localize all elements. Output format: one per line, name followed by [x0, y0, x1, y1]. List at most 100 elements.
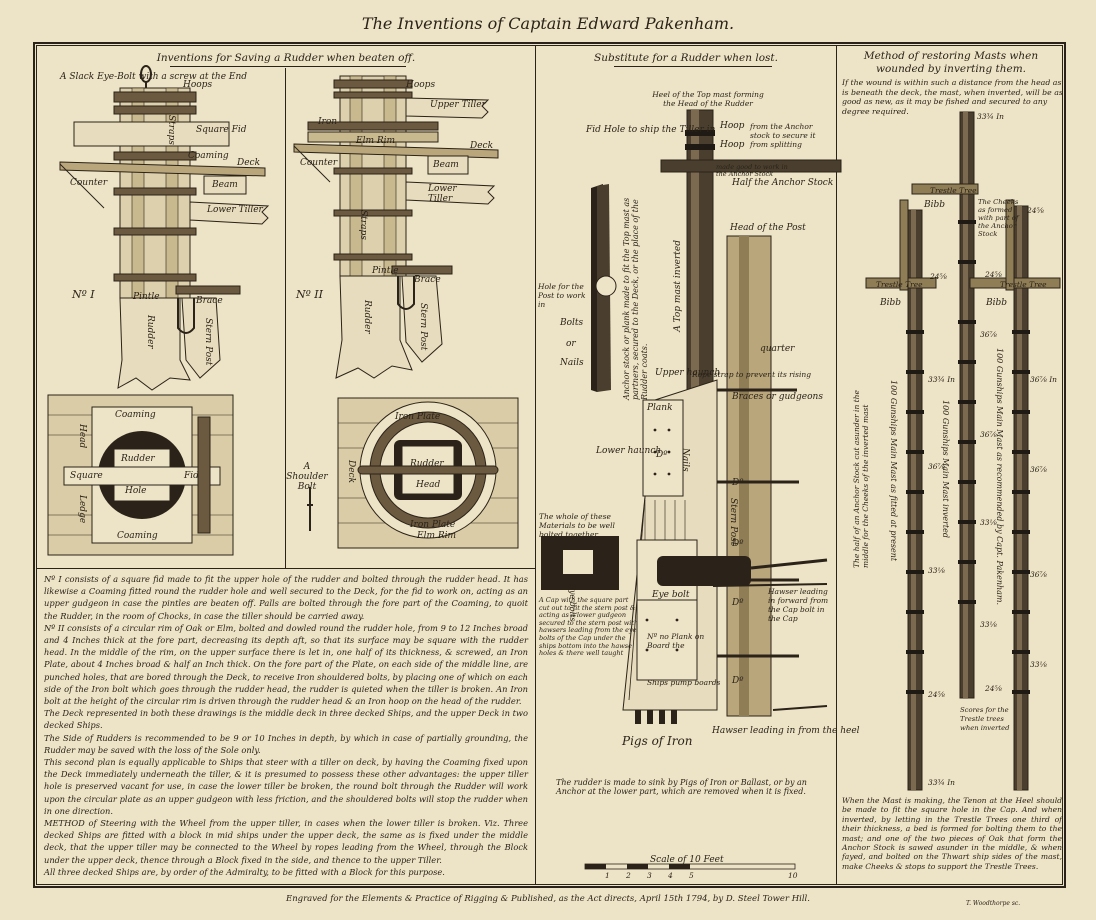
- fig2-deck-label: Deck: [470, 141, 494, 151]
- dim-15: 33⅛: [1030, 660, 1047, 669]
- fig2-lower-tiller-label: Lower Tiller: [428, 184, 457, 204]
- dim-7: 36⅞: [980, 330, 997, 339]
- masts-note: When the Mast is making, the Tenon at th…: [842, 796, 1062, 871]
- sub-half-anchor-label: Half the Anchor Stock: [732, 178, 834, 188]
- fig2-straps-label: Straps: [358, 210, 368, 240]
- substitute-drawing: [541, 109, 842, 724]
- masts-trestle-left-label: Trestle Tree: [876, 280, 923, 289]
- fig1-rudder-label: Rudder: [145, 315, 155, 349]
- sub-quarter-label: quarter: [760, 344, 795, 354]
- plan1-square-label: Square: [70, 471, 103, 481]
- sub-made-good: made good to work in the Anchor Stock: [716, 163, 788, 178]
- masts-right-label: 100 Gunships Main Mast as recommended by…: [995, 348, 1004, 606]
- dim-8: 36⅞: [980, 430, 997, 439]
- fig1-lower-tiller-label: Lower Tiller: [207, 205, 263, 215]
- divider-substitute-masts: [836, 45, 837, 885]
- sub-upper-haunch-label: Upper haunch: [655, 368, 721, 378]
- sub-stern-post-label: Stern Post: [728, 498, 738, 546]
- sub-anchor-stock-note: Anchor stock or plank made to fit the To…: [622, 197, 649, 400]
- substitute-panel-heading: Substitute for a Rudder when lost.: [594, 52, 778, 64]
- plan2-elm-rim-label: Elm Rim: [417, 531, 457, 541]
- masts-trestle-top-label: Trestle Tree: [930, 186, 977, 195]
- fig1-number: Nº I: [72, 288, 95, 301]
- masts-bibb1-label: Bibb: [924, 200, 946, 210]
- sub-fid-hole-label: Fid Hole to ship the Tiller in: [586, 125, 716, 135]
- sub-no-plank: Nº no Plank on Board the: [647, 632, 705, 650]
- sub-or-label: or: [566, 339, 576, 349]
- plan1-hole-label: Hole: [125, 486, 147, 496]
- fig2-upper-tiller-label: Upper Tiller: [430, 100, 486, 110]
- paragraph-6: METHOD of Steering with the Wheel from t…: [44, 818, 528, 865]
- sub-pigs-label: Pigs of Iron: [622, 734, 693, 748]
- shoulder-bolt-label: A Shoulder Bolt: [286, 462, 328, 492]
- dim-13: 33⅛: [980, 518, 997, 527]
- dim-6: 36⅞ In: [1030, 375, 1057, 384]
- sub-do5-label: Dº: [732, 676, 744, 686]
- scale-tick-3: 3: [647, 871, 652, 880]
- sub-hole-post-label: Hole for the Post to work in: [538, 282, 586, 309]
- fig1-stern-post-label: Stern Post: [203, 318, 213, 366]
- sub-ships-pump: Ships pump boards: [647, 678, 721, 687]
- eye-bolt-label: A Slack Eye-Bolt with a screw at the End: [60, 72, 248, 82]
- fig2-brace-label: Brace: [414, 275, 441, 285]
- plan1-fid-label: Fid: [184, 471, 199, 481]
- inner-border: [36, 45, 1063, 885]
- fig1-deck-label: Deck: [237, 158, 261, 168]
- sub-rudder-note: The rudder is made to sink by Pigs of Ir…: [556, 778, 807, 796]
- plan1-ledge-label: Ledge: [77, 495, 87, 524]
- plan2-head-label: Head: [416, 480, 441, 490]
- dim-10: 36⅞: [1030, 570, 1047, 579]
- scale-tick-1: 1: [605, 871, 610, 880]
- masts-subheading: If the wound is within such a distance f…: [842, 78, 1063, 116]
- footer-imprint: Engraved for the Elements & Practice of …: [286, 894, 810, 904]
- sub-top-mast-label: A Top mast inverted: [673, 240, 683, 332]
- paragraph-2: Nº II consists of a circular rim of Oak …: [44, 622, 528, 707]
- plan2-iron-plate-bottom-label: Iron Plate: [410, 520, 456, 530]
- plan2-iron-plate-top-label: Iron Plate: [395, 412, 441, 422]
- sub-plank-label: Plank: [647, 403, 673, 413]
- scale-label: Scale of 10 Feet: [650, 855, 724, 865]
- figure-2-drawing: [293, 75, 499, 379]
- masts-left-label: 100 Gunships Main Mast as fitted at pres…: [889, 380, 898, 562]
- sub-hawser-heel-label: Hawser leading in from the heel: [712, 726, 860, 736]
- dim-12: 33⅛: [928, 566, 945, 575]
- plan-2-drawing: [337, 397, 519, 549]
- divider-figures-text: [37, 568, 535, 569]
- footer-engraver: T. Woodthorpe sc.: [966, 900, 1021, 907]
- plan-1-drawing: [47, 394, 234, 556]
- sub-braces-label: Braces or gudgeons: [732, 392, 823, 402]
- fig1-brace-label: Brace: [196, 296, 223, 306]
- sub-bolts-label: Bolts: [560, 318, 584, 328]
- dim-4: 24⅝: [985, 270, 1002, 279]
- paragraph-4: The Side of Rudders is recommended to be…: [44, 732, 528, 755]
- divider-fig1-fig2: [285, 68, 286, 568]
- fig2-counter-label: Counter: [300, 158, 338, 168]
- fig1-counter-label: Counter: [70, 178, 108, 188]
- dim-2: 24⅝: [1027, 206, 1044, 215]
- sub-forward-note: Hawser leading in forward from the Cap b…: [768, 587, 829, 623]
- dim-16: 24⅝: [928, 690, 945, 699]
- rudder-heading-rule: [170, 66, 406, 67]
- masts-bibb2-label: Bibb: [880, 298, 902, 308]
- dim-18: 33¾ In: [928, 778, 955, 787]
- scale-tick-4: 4: [668, 871, 673, 880]
- dim-9: 36⅞: [1030, 465, 1047, 474]
- sub-hoop1-label: Hoop: [720, 121, 745, 131]
- fig2-number: Nº II: [296, 288, 323, 301]
- masts-mid-label: 100 Gunships Main Mast inverted: [941, 400, 950, 538]
- sub-nails-label: Nails: [560, 358, 584, 368]
- scale-tick-2: 2: [626, 871, 631, 880]
- scale-tick-5: 5: [689, 871, 694, 880]
- sub-nails-v-label: Nails: [680, 448, 690, 472]
- sub-do2-label: Dº: [732, 478, 744, 488]
- fig2-iron-label: Iron: [318, 117, 338, 127]
- sub-rope-strap-label: Rope strap to prevent its rising: [692, 370, 812, 379]
- divider-rudder-substitute: [535, 45, 536, 885]
- outer-border: [33, 42, 1066, 888]
- sub-whole-note: The whole of these Materials to be well …: [539, 512, 615, 539]
- sub-do1-label: Dº: [656, 450, 668, 460]
- fig1-coaming-label: Coaming: [188, 151, 229, 161]
- dim-11: 36⅞: [928, 462, 945, 471]
- dim-3: 24⅝: [930, 272, 947, 281]
